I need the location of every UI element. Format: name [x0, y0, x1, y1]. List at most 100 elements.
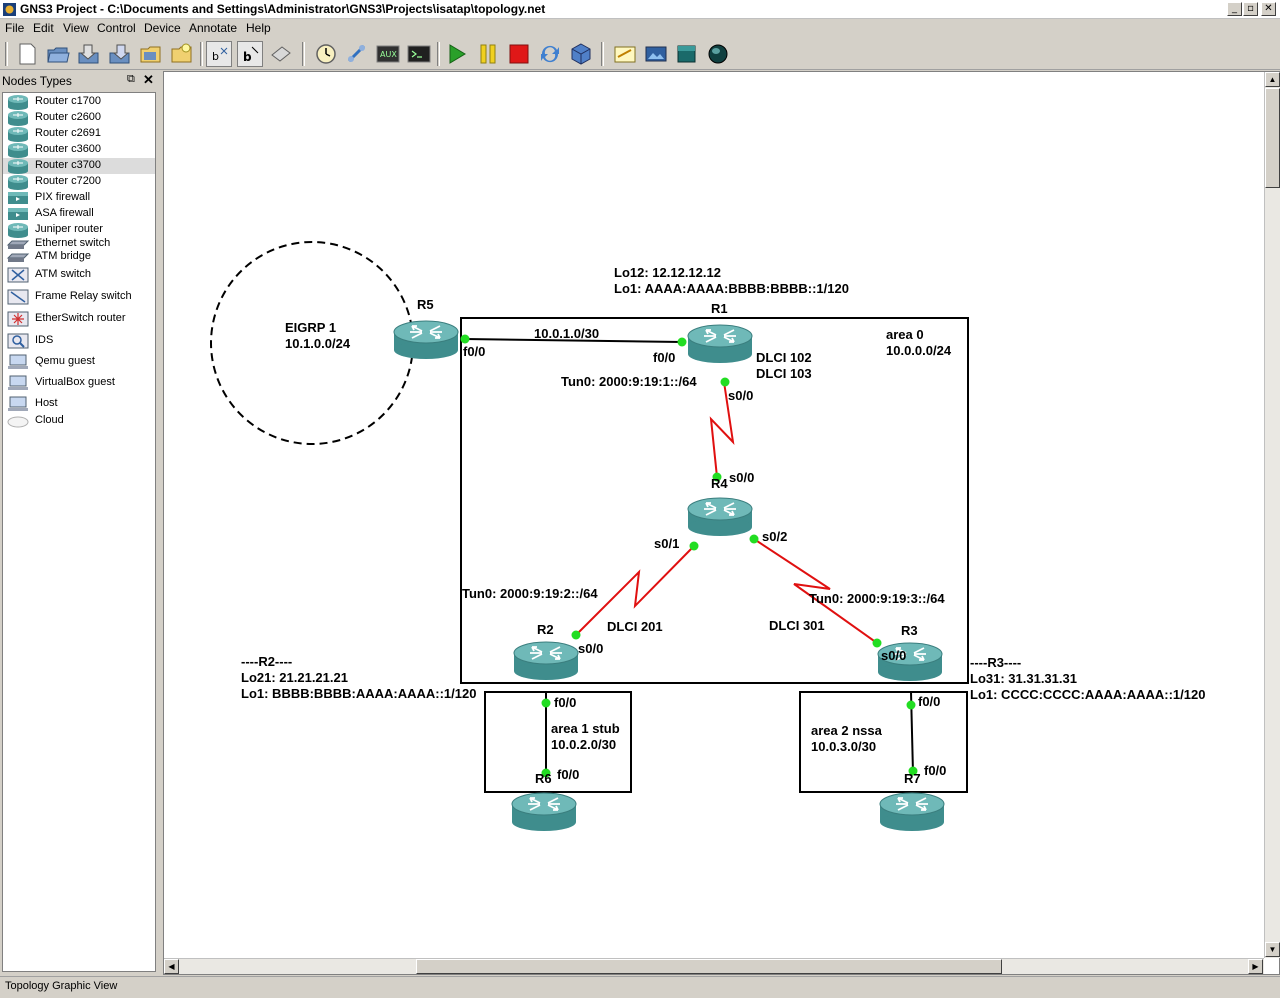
menu-control[interactable]: Control [97, 21, 136, 35]
firewall-icon [8, 192, 28, 204]
node-type-asa-firewall[interactable]: ASA firewall [3, 206, 155, 222]
area2-network-label: 10.0.3.0/30 [811, 739, 876, 754]
router-r7[interactable] [879, 792, 945, 832]
toolbar-separator [437, 42, 440, 66]
node-type-label: Frame Relay switch [35, 290, 132, 302]
r2-header-label: ----R2---- [241, 654, 292, 669]
reload-icon[interactable] [537, 41, 563, 67]
node-type-juniper-router[interactable]: Juniper router [3, 222, 155, 238]
menu-edit[interactable]: Edit [33, 21, 54, 35]
toolbar-separator [302, 42, 305, 66]
scroll-left-button[interactable]: ◀ [164, 959, 179, 974]
link-r4-r3[interactable] [753, 538, 878, 644]
r3-header-label: ----R3---- [970, 655, 1021, 670]
menu-bar: File Edit View Control Device Annotate H… [0, 19, 1280, 38]
router-r2[interactable] [513, 641, 579, 681]
vertical-scrollbar[interactable]: ▲ ▼ [1264, 72, 1280, 958]
console-icon[interactable] [406, 41, 432, 67]
router-icon [8, 159, 28, 174]
menu-device[interactable]: Device [144, 21, 181, 35]
show-interface-labels-icon[interactable]: b [237, 41, 263, 67]
node-type-pix-firewall[interactable]: PIX firewall [3, 190, 155, 206]
r1-lo12-label: Lo12: 12.12.12.12 [614, 265, 721, 280]
link-r1-r4[interactable] [709, 381, 735, 478]
node-type-ids[interactable]: IDS [3, 333, 155, 349]
snapshot-icon[interactable] [169, 41, 195, 67]
menu-annotate[interactable]: Annotate [189, 21, 238, 35]
r2-s00-label: s0/0 [578, 641, 603, 656]
save-project-icon[interactable] [76, 41, 102, 67]
router-icon [8, 111, 28, 126]
node-type-host[interactable]: Host [3, 396, 155, 412]
add-note-icon[interactable] [612, 41, 638, 67]
toolbar-separator [601, 42, 604, 66]
link-r4-r2[interactable] [575, 545, 695, 636]
capture-icon[interactable] [268, 41, 294, 67]
node-type-ethernet-switch[interactable]: Ethernet switch [3, 236, 155, 252]
dock-float-icon[interactable]: ⧉ [127, 73, 135, 85]
open-folder-icon[interactable] [138, 41, 164, 67]
maximize-button[interactable]: ▫ [1243, 2, 1258, 16]
dlci-201-label: DLCI 201 [607, 619, 663, 634]
node-type-cloud[interactable]: Cloud [3, 413, 155, 429]
node-type-virtualbox-guest[interactable]: VirtualBox guest [3, 375, 155, 391]
virtualbox-icon[interactable] [568, 41, 594, 67]
node-type-router-c3600[interactable]: Router c3600 [3, 142, 155, 158]
firewall-icon [8, 208, 28, 220]
scroll-down-button[interactable]: ▼ [1265, 942, 1280, 957]
suspend-icon[interactable] [475, 41, 501, 67]
menu-help[interactable]: Help [246, 21, 271, 35]
connect-icon[interactable] [344, 41, 370, 67]
node-type-router-c3700[interactable]: Router c3700 [3, 158, 155, 174]
topology-view[interactable]: R5 R1 R4 R2 R3 R6 R7 EIGRP 1 10.1.0.0/24… [163, 71, 1280, 975]
r4-s00-label: s0/0 [729, 470, 754, 485]
node-type-label: VirtualBox guest [35, 376, 115, 388]
aux-icon[interactable]: AUX [375, 41, 401, 67]
menu-file[interactable]: File [5, 21, 25, 35]
node-type-atm-bridge[interactable]: ATM bridge [3, 249, 155, 265]
show-hostnames-icon[interactable]: b [206, 41, 232, 67]
r1-tun0-label: Tun0: 2000:9:19:1::/64 [561, 374, 697, 389]
node-type-frame-relay-switch[interactable]: Frame Relay switch [3, 289, 155, 305]
vertical-scroll-thumb[interactable] [1265, 88, 1280, 188]
link-r5-r1[interactable] [464, 338, 683, 343]
close-button[interactable]: ✕ [1261, 2, 1276, 16]
node-type-etherswitch-router[interactable]: EtherSwitch router [3, 311, 155, 327]
node-type-router-c2691[interactable]: Router c2691 [3, 126, 155, 142]
draw-ellipse-icon[interactable] [705, 41, 731, 67]
insert-picture-icon[interactable] [643, 41, 669, 67]
hostname-r6: R6 [535, 771, 552, 786]
start-icon[interactable] [444, 41, 470, 67]
r3-s00-label: s0/0 [881, 648, 906, 663]
menu-view[interactable]: View [63, 21, 89, 35]
dock-close-icon[interactable]: ✕ [143, 72, 154, 87]
minimize-button[interactable]: _ [1227, 2, 1242, 16]
area-0-rectangle[interactable] [460, 317, 969, 684]
node-type-qemu-guest[interactable]: Qemu guest [3, 354, 155, 370]
switch-icon [6, 240, 30, 249]
area-2-rectangle[interactable] [799, 691, 968, 793]
horizontal-scrollbar[interactable]: ◀ ▶ [164, 958, 1264, 974]
save-as-icon[interactable] [107, 41, 133, 67]
node-type-router-c1700[interactable]: Router c1700 [3, 94, 155, 110]
node-type-router-c7200[interactable]: Router c7200 [3, 174, 155, 190]
draw-rectangle-icon[interactable] [674, 41, 700, 67]
stop-icon[interactable] [506, 41, 532, 67]
router-r4[interactable] [687, 497, 753, 537]
clock-icon[interactable] [313, 41, 339, 67]
area-1-rectangle[interactable] [484, 691, 632, 793]
new-project-icon[interactable] [14, 41, 40, 67]
status-text: Topology Graphic View [5, 980, 118, 992]
node-type-router-c2600[interactable]: Router c2600 [3, 110, 155, 126]
node-type-label: IDS [35, 334, 54, 346]
router-r5[interactable] [393, 320, 459, 360]
router-r1[interactable] [687, 324, 753, 364]
horizontal-scroll-thumb[interactable] [416, 959, 1002, 974]
topology-canvas[interactable]: R5 R1 R4 R2 R3 R6 R7 EIGRP 1 10.1.0.0/24… [164, 72, 1264, 958]
svg-text:b: b [243, 50, 252, 64]
node-type-atm-switch[interactable]: ATM switch [3, 267, 155, 283]
open-project-icon[interactable] [45, 41, 71, 67]
router-r6[interactable] [511, 792, 577, 832]
scroll-right-button[interactable]: ▶ [1248, 959, 1263, 974]
scroll-up-button[interactable]: ▲ [1265, 72, 1280, 87]
